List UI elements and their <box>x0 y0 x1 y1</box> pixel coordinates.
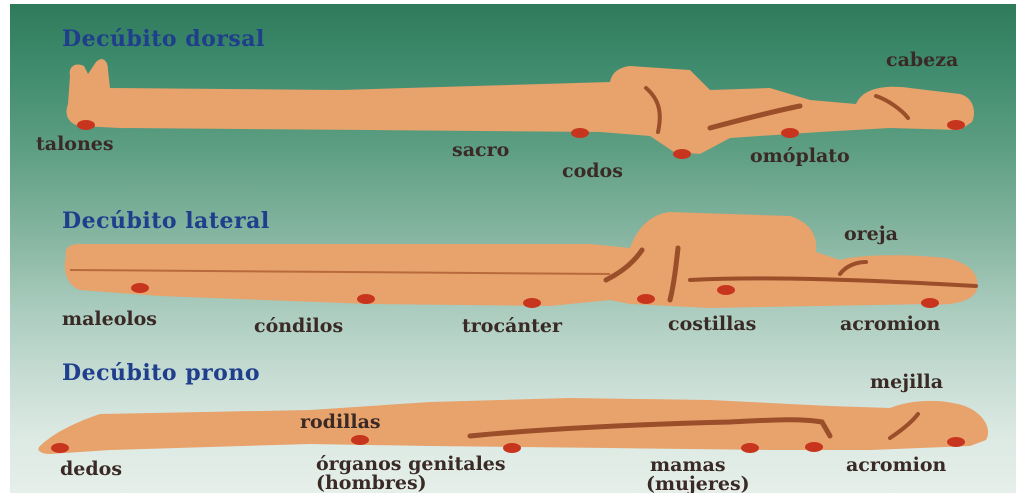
label-hombres: (hombres) <box>316 473 427 493</box>
label-rodillas: rodillas <box>300 412 381 432</box>
label-costillas: costillas <box>668 314 756 334</box>
pressure-point-talones <box>77 120 95 130</box>
pressure-point-rodillas <box>351 435 369 445</box>
pressure-point-omoplato <box>781 128 799 138</box>
pressure-point-acromion-lateral <box>921 298 939 308</box>
label-organos-genitales: órganos genitales <box>316 454 506 474</box>
pressure-point-mamas-2 <box>805 442 823 452</box>
label-codos: codos <box>562 161 623 181</box>
label-sacro: sacro <box>452 140 509 160</box>
pressure-point-costillas <box>637 294 655 304</box>
pressure-point-organos <box>503 443 521 453</box>
title-lateral: Decúbito lateral <box>62 208 270 234</box>
label-cabeza: cabeza <box>886 50 958 70</box>
supine-body <box>67 59 975 154</box>
title-prone: Decúbito prono <box>62 360 260 386</box>
label-mamas: mamas <box>650 455 726 475</box>
label-trocanter: trocánter <box>462 316 562 336</box>
pressure-point-codos <box>673 149 691 159</box>
label-dedos: dedos <box>60 459 122 479</box>
label-mejilla: mejilla <box>870 372 943 392</box>
label-omoplato: omóplato <box>750 146 850 166</box>
supine-figure <box>67 59 975 154</box>
illustration-frame: Decúbito dorsal Decúbito lateral Decúbit… <box>10 4 1016 493</box>
body-positions-diagram <box>10 4 1016 493</box>
pressure-point-mamas-1 <box>741 443 759 453</box>
pressure-point-oreja <box>717 285 735 295</box>
pressure-point-acromion-prone <box>947 437 965 447</box>
label-mujeres: (mujeres) <box>646 474 750 493</box>
pressure-point-sacro <box>571 128 589 138</box>
pressure-point-condilos <box>357 294 375 304</box>
pressure-point-cabeza <box>947 120 965 130</box>
label-oreja: oreja <box>844 224 898 244</box>
label-maleolos: maleolos <box>62 309 157 329</box>
label-acromion-prone: acromion <box>846 455 946 475</box>
label-condilos: cóndilos <box>254 316 343 336</box>
pressure-point-maleolos <box>131 283 149 293</box>
label-talones: talones <box>36 134 114 154</box>
pressure-point-trocanter <box>523 298 541 308</box>
title-supine: Decúbito dorsal <box>62 26 265 52</box>
pressure-point-dedos <box>51 443 69 453</box>
label-acromion-lateral: acromion <box>840 314 940 334</box>
